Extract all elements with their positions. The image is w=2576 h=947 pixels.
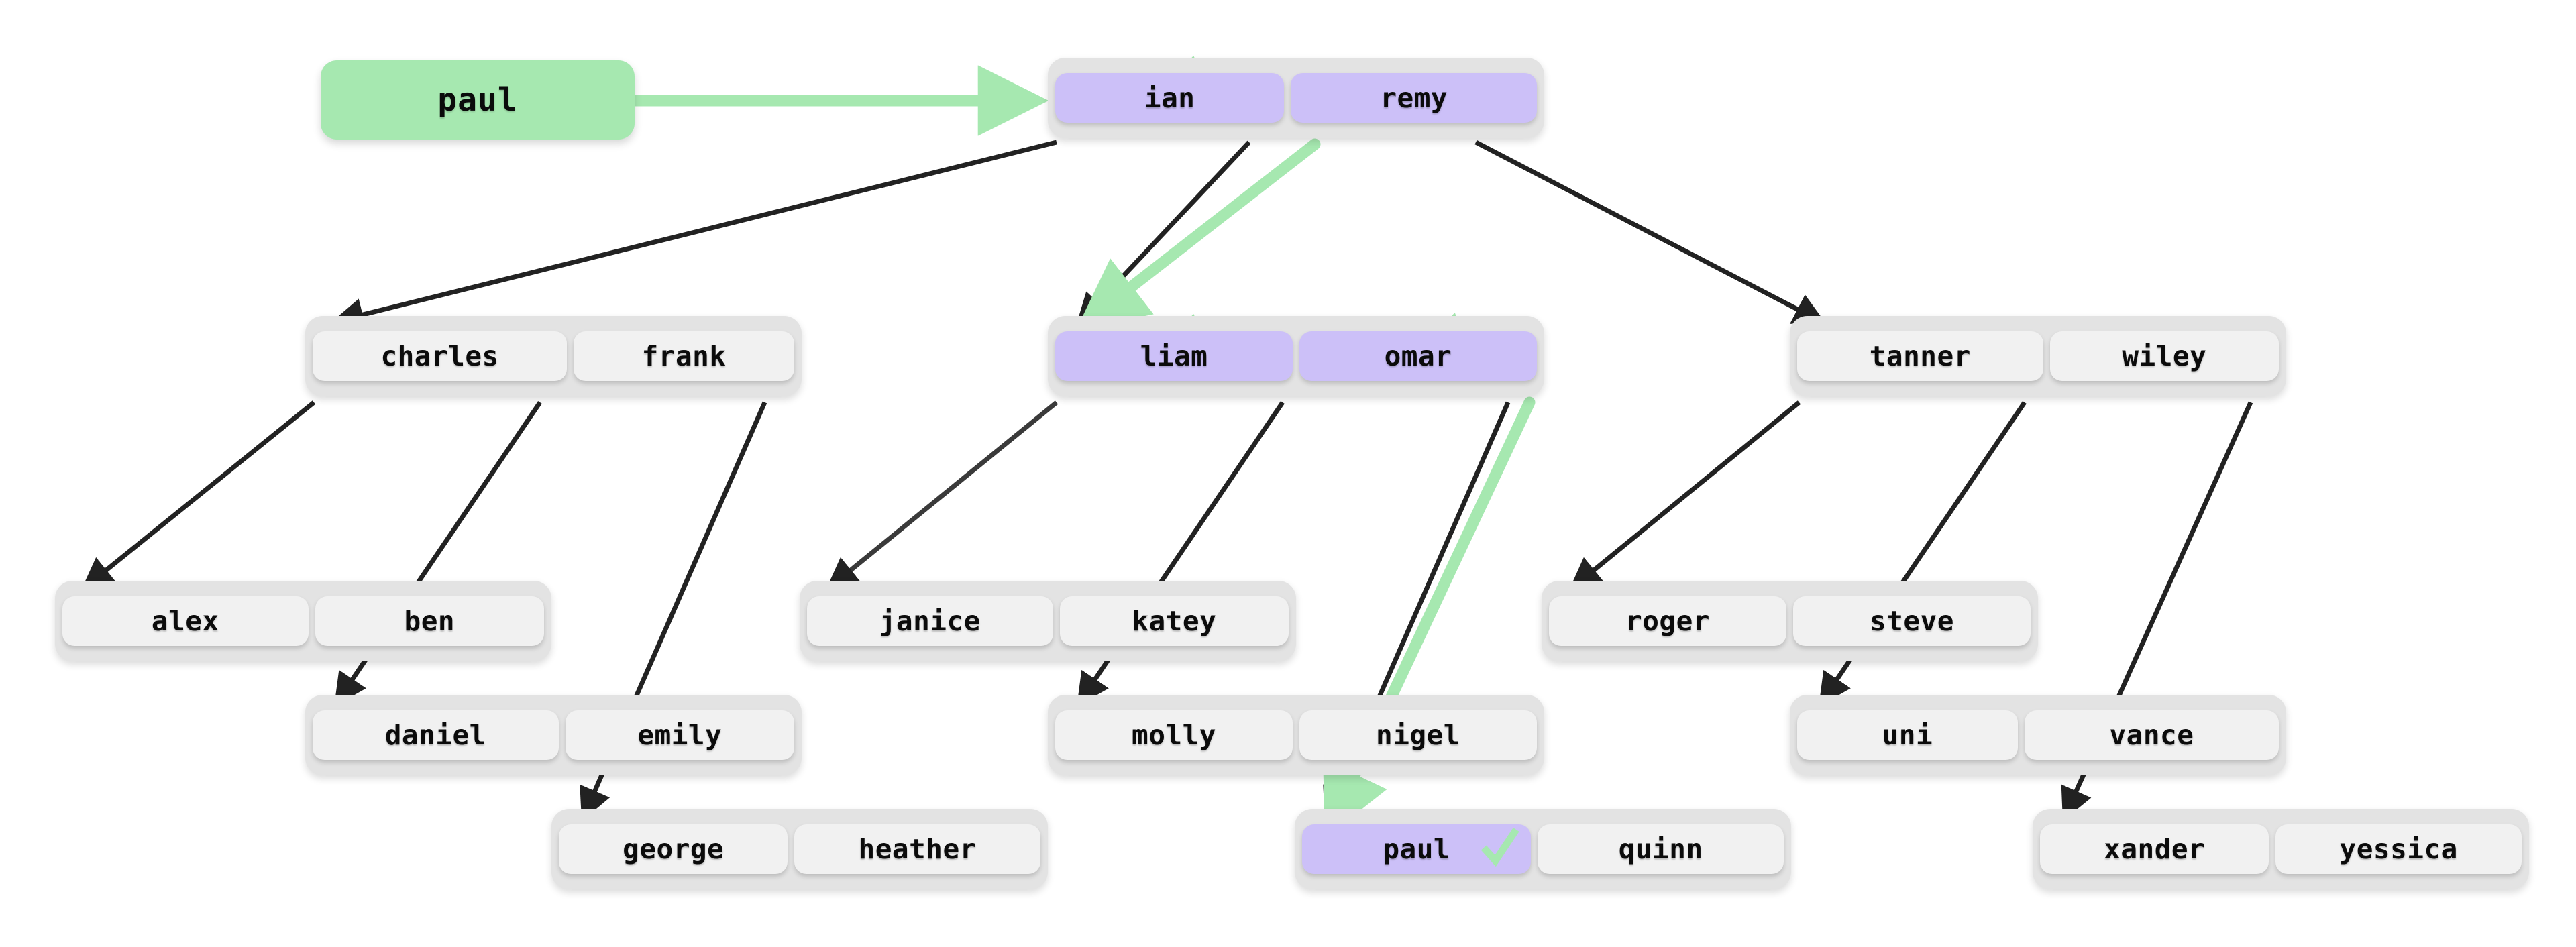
btree-node-paul[interactable]: paul quinn	[1295, 809, 1791, 889]
btree-key-label: paul	[1383, 833, 1451, 865]
search-root-to-liam	[1076, 138, 1321, 330]
btree-key-cell[interactable]: roger	[1549, 596, 1786, 646]
search-query-pill[interactable]: paul	[321, 60, 635, 140]
btree-key-cell[interactable]: wiley	[2049, 331, 2279, 381]
btree-key-label: steve	[1870, 605, 1954, 637]
edge-root-tanner	[1474, 140, 1827, 325]
btree-key-label: nigel	[1376, 719, 1460, 751]
checkmark-icon	[1481, 828, 1520, 867]
btree-key-label: omar	[1384, 340, 1452, 372]
btree-key-cell-match[interactable]: paul	[1302, 824, 1532, 874]
btree-key-cell[interactable]: yessica	[2275, 824, 2522, 874]
btree-key-cell[interactable]: molly	[1055, 710, 1293, 760]
btree-key-label: charles	[380, 340, 499, 372]
btree-key-cell[interactable]: katey	[1059, 596, 1289, 646]
edge-root-liam	[1075, 140, 1251, 327]
btree-key-label: yessica	[2339, 833, 2458, 865]
search-query-label: paul	[437, 81, 518, 119]
edge-liam-janice	[825, 400, 1059, 591]
btree-key-label: remy	[1380, 82, 1448, 114]
btree-key-cell[interactable]: charles	[313, 331, 568, 381]
btree-key-label: molly	[1132, 719, 1216, 751]
btree-node-charles[interactable]: charles frank	[305, 316, 802, 396]
btree-key-cell[interactable]: xander	[2040, 824, 2269, 874]
btree-node-george[interactable]: george heather	[551, 809, 1048, 889]
btree-key-label: katey	[1132, 605, 1217, 637]
btree-node-uni[interactable]: uni vance	[1790, 695, 2286, 775]
btree-key-cell[interactable]: alex	[62, 596, 309, 646]
btree-node-roger[interactable]: roger steve	[1542, 581, 2038, 661]
btree-key-cell[interactable]: daniel	[313, 710, 559, 760]
btree-node-xander[interactable]: xander yessica	[2033, 809, 2529, 889]
btree-key-cell[interactable]: ben	[315, 596, 544, 646]
btree-key-label: ben	[404, 605, 455, 637]
btree-node-tanner[interactable]: tanner wiley	[1790, 316, 2286, 396]
btree-key-cell[interactable]: heather	[794, 824, 1040, 874]
edge-tanner-roger	[1568, 400, 1801, 591]
edge-charles-alex	[80, 400, 316, 591]
btree-key-cell[interactable]: tanner	[1797, 331, 2043, 381]
btree-key-label: xander	[2104, 833, 2206, 865]
btree-key-cell[interactable]: frank	[574, 331, 794, 381]
btree-key-cell[interactable]: steve	[1793, 596, 2031, 646]
btree-key-label: roger	[1625, 605, 1710, 637]
btree-key-cell[interactable]: quinn	[1538, 824, 1784, 874]
btree-key-cell[interactable]: liam	[1055, 331, 1293, 381]
btree-key-label: quinn	[1618, 833, 1703, 865]
btree-key-label: emily	[637, 719, 722, 751]
btree-key-label: tanner	[1869, 340, 1971, 372]
btree-key-cell[interactable]: janice	[807, 596, 1053, 646]
btree-node-janice[interactable]: janice katey	[800, 581, 1296, 661]
btree-key-label: liam	[1140, 340, 1208, 372]
btree-key-label: heather	[858, 833, 977, 865]
btree-key-cell[interactable]: emily	[565, 710, 794, 760]
btree-key-label: wiley	[2122, 340, 2207, 372]
btree-key-cell[interactable]: ian	[1055, 73, 1285, 123]
btree-key-label: daniel	[384, 719, 486, 751]
btree-key-label: uni	[1882, 719, 1933, 751]
btree-key-label: alex	[151, 605, 219, 637]
btree-key-cell[interactable]: remy	[1291, 73, 1537, 123]
btree-key-label: frank	[641, 340, 727, 372]
btree-key-cell[interactable]: nigel	[1299, 710, 1537, 760]
btree-node-alex[interactable]: alex ben	[55, 581, 551, 661]
btree-key-cell[interactable]: vance	[2024, 710, 2279, 760]
btree-key-label: janice	[879, 605, 981, 637]
btree-key-cell[interactable]: uni	[1797, 710, 2018, 760]
btree-key-label: vance	[2109, 719, 2194, 751]
btree-node-molly[interactable]: molly nigel	[1048, 695, 1544, 775]
btree-key-label: ian	[1144, 82, 1195, 114]
btree-node-root[interactable]: ian remy	[1048, 58, 1544, 138]
edge-root-charles	[331, 140, 1057, 331]
btree-node-daniel[interactable]: daniel emily	[305, 695, 802, 775]
btree-node-liam[interactable]: liam omar	[1048, 316, 1544, 396]
btree-key-label: george	[623, 833, 724, 865]
btree-key-cell[interactable]: george	[559, 824, 788, 874]
btree-key-cell[interactable]: omar	[1299, 331, 1537, 381]
